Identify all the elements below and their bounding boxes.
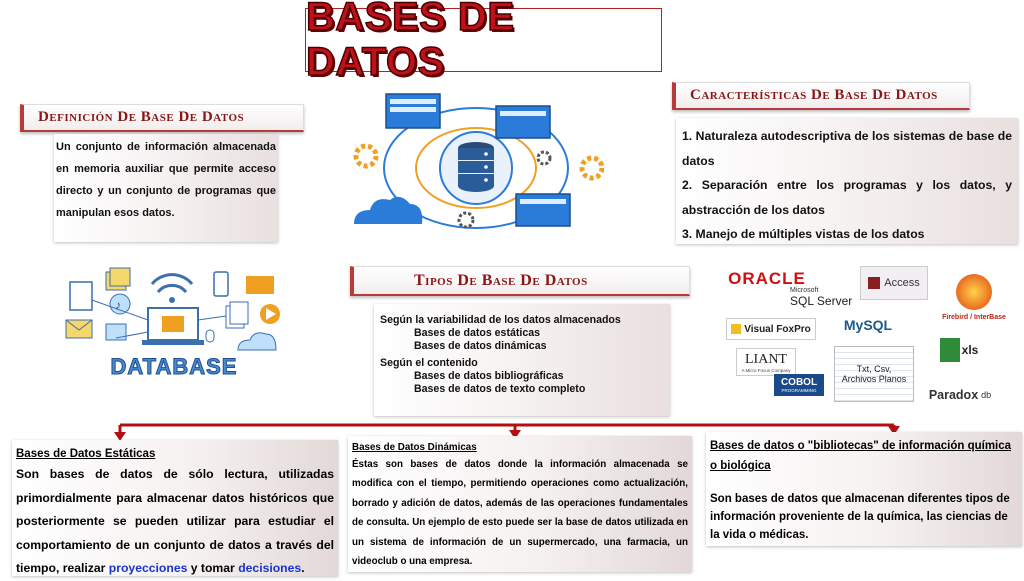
excel-icon <box>939 338 960 362</box>
tipos-panel: Según la variabilidad de los datos almac… <box>374 304 670 416</box>
database-label: DATABASE <box>111 354 238 379</box>
access-icon <box>868 277 881 289</box>
excel-logo: xls <box>934 334 984 366</box>
tipos-item-estaticas: Bases de datos estáticas <box>414 327 541 339</box>
bibliotecas-title: Bases de datos o "bibliotecas" de inform… <box>710 440 1012 472</box>
monitor-icon-bottom <box>515 193 571 227</box>
pages-icon <box>225 301 249 329</box>
flat-files-logo: Txt, Csv, Archivos Planos <box>834 346 914 402</box>
tipos-item-dinamicas: Bases de datos dinámicas <box>414 340 547 352</box>
cobol-logo: COBOL PROGRAMMING <box>774 374 824 396</box>
dinamicas-box: Bases de Datos Dinámicas Éstas son bases… <box>348 436 692 572</box>
page-title-box: BASES DE DATOS <box>305 0 662 85</box>
svg-text:♪: ♪ <box>115 298 121 312</box>
tipos-heading-banner: Tipos De Base De Datos <box>350 266 690 296</box>
mysql-logo: MySQL <box>843 317 893 333</box>
visual-foxpro-logo: Visual FoxPro <box>726 318 816 340</box>
monitor-icon-top <box>385 93 441 129</box>
gear-icon-right <box>579 155 604 181</box>
monitor-icon-right <box>495 105 551 139</box>
caracteristicas-heading: Características De Base De Datos <box>690 87 938 103</box>
arrow-down-icon <box>888 426 900 435</box>
caracteristica-item-2: 2. Separación entre los programas y los … <box>682 178 1012 217</box>
gear-icon-left <box>353 143 379 169</box>
gear-icon-small <box>536 150 552 166</box>
gear-icon-bottom <box>457 211 475 229</box>
access-logo: Access <box>860 266 928 300</box>
mouse-icon <box>205 329 215 343</box>
estaticas-title: Bases de Datos Estáticas <box>16 448 156 460</box>
database-cylinder-icon <box>458 142 494 192</box>
arrow-down-icon <box>509 430 521 439</box>
caracteristica-item-1: 1. Naturaleza autodescriptiva de los sis… <box>682 129 1012 168</box>
definicion-heading: Definición De Base De Datos <box>38 109 245 125</box>
arrow-down-icon <box>114 432 126 441</box>
definicion-heading-banner: Definición De Base De Datos <box>20 104 304 132</box>
laptop-folder-icon <box>142 307 204 345</box>
wifi-icon <box>150 273 194 303</box>
bibliotecas-text: Son bases de datos que almacenan diferen… <box>710 493 1010 541</box>
chart-screen-icon <box>105 323 127 341</box>
page-title: BASES DE DATOS <box>305 0 515 85</box>
bibliotecas-box: Bases de datos o "bibliotecas" de inform… <box>706 432 1022 546</box>
tipos-group-1: Según la variabilidad de los datos almac… <box>380 314 621 326</box>
oracle-logo: ORACLE <box>728 269 806 288</box>
cloud-icon <box>354 196 423 224</box>
caracteristica-item-3: 3. Manejo de múltiples vistas de los dat… <box>682 227 925 241</box>
tipos-group-2: Según el contenido <box>380 357 478 369</box>
sql-server-logo: Microsoft SQL Server <box>790 286 853 308</box>
decisiones-link[interactable]: decisiones <box>238 561 302 575</box>
image-stack-icon <box>105 267 131 291</box>
firebird-logo: Firebird / InterBase <box>924 266 1024 328</box>
cloud-icon-small <box>237 332 277 351</box>
email-icon <box>65 319 93 339</box>
paradox-logo: Paradox db <box>928 388 992 402</box>
music-note-icon: ♪ <box>109 293 131 315</box>
dinamicas-title: Bases de Datos Dinámicas <box>352 442 477 453</box>
document-icon <box>69 281 93 311</box>
estaticas-box: Bases de Datos Estáticas Son bases de da… <box>12 440 338 576</box>
firebird-icon <box>956 273 992 310</box>
play-icon <box>260 304 280 324</box>
caracteristicas-panel: 1. Naturaleza autodescriptiva de los sis… <box>676 118 1018 244</box>
estaticas-text: Son bases de datos de sólo lectura, util… <box>16 467 334 575</box>
folder-icon-right <box>246 276 274 294</box>
proyecciones-link[interactable]: proyecciones <box>108 561 188 575</box>
tipos-item-texto-completo: Bases de datos de texto completo <box>414 383 586 395</box>
definicion-panel: Un conjunto de información almacenada en… <box>54 134 278 242</box>
phone-icon <box>213 271 229 297</box>
dinamicas-text: Éstas son bases de datos donde la inform… <box>352 459 688 568</box>
tipos-item-bibliograficas: Bases de datos bibliográficas <box>414 370 564 382</box>
caracteristicas-heading-banner: Características De Base De Datos <box>672 82 970 110</box>
tipos-heading: Tipos De Base De Datos <box>414 271 588 289</box>
definicion-text: Un conjunto de información almacenada en… <box>56 141 276 219</box>
database-network-illustration <box>353 93 604 229</box>
liant-logo: LIANT A Micro Focus Company <box>736 348 796 376</box>
database-devices-illustration: ♪ DATABASE <box>65 267 280 380</box>
foxpro-icon <box>731 324 742 334</box>
